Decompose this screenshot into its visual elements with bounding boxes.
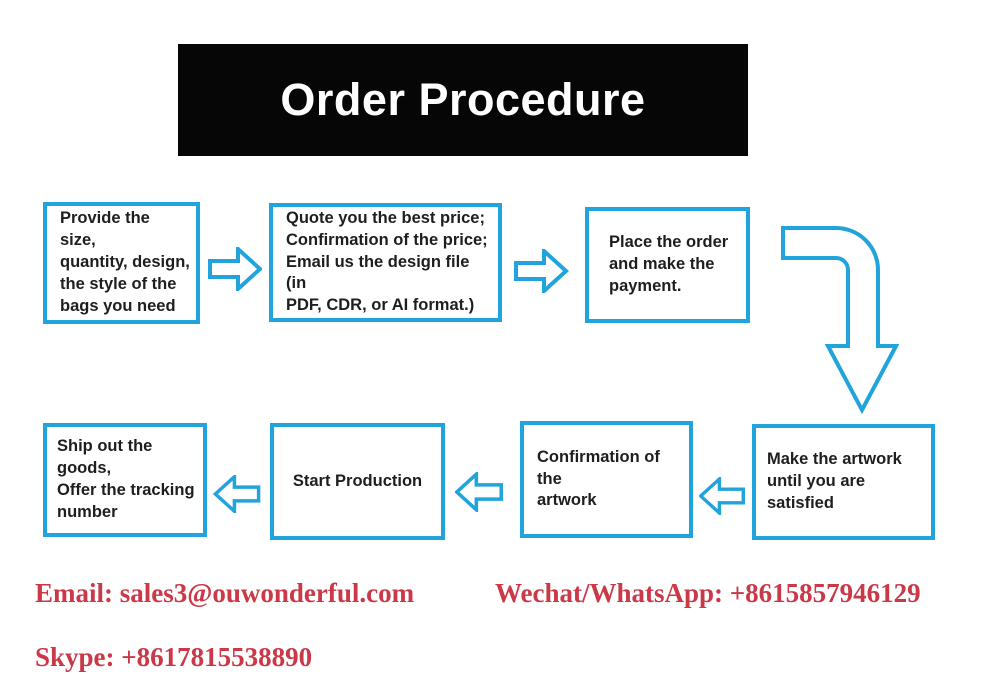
arrow-curve-down-icon [781, 226, 900, 415]
contact-skype: Skype: +8617815538890 [35, 642, 313, 672]
contact-wechat-whatsapp: Wechat/WhatsApp: +8615857946129 [495, 578, 921, 608]
arrow-left-icon [455, 472, 503, 512]
flow-step-quote-price: Quote you the best price; Confirmation o… [269, 203, 502, 322]
flow-step-ship-goods: Ship out the goods, Offer the tracking n… [43, 423, 207, 537]
header-banner: Order Procedure [178, 44, 748, 156]
page-title: Order Procedure [280, 74, 646, 125]
flow-step-make-artwork-label: Make the artwork until you are satisfied [767, 450, 902, 512]
flow-step-confirm-artwork: Confirmation of the artwork [520, 421, 693, 538]
contact-email: Email: sales3@ouwonderful.com [35, 578, 415, 608]
flow-step-ship-goods-label: Ship out the goods, Offer the tracking n… [57, 437, 195, 521]
flow-step-provide-details-label: Provide the size, quantity, design, the … [60, 209, 190, 315]
arrow-right-icon [208, 247, 262, 291]
flow-step-confirm-artwork-label: Confirmation of the artwork [537, 447, 660, 510]
flow-step-provide-details: Provide the size, quantity, design, the … [43, 202, 200, 324]
flow-step-make-artwork: Make the artwork until you are satisfied [752, 424, 935, 540]
arrow-left-icon [699, 477, 745, 515]
flow-step-place-order: Place the order and make the payment. [585, 207, 750, 323]
flow-step-quote-price-label: Quote you the best price; Confirmation o… [286, 208, 488, 315]
flow-step-place-order-label: Place the order and make the payment. [609, 233, 729, 295]
flow-step-start-production-label: Start Production [292, 471, 423, 490]
arrow-right-icon [514, 249, 569, 293]
arrow-left-icon [212, 475, 261, 513]
flow-step-start-production: Start Production [270, 423, 445, 540]
